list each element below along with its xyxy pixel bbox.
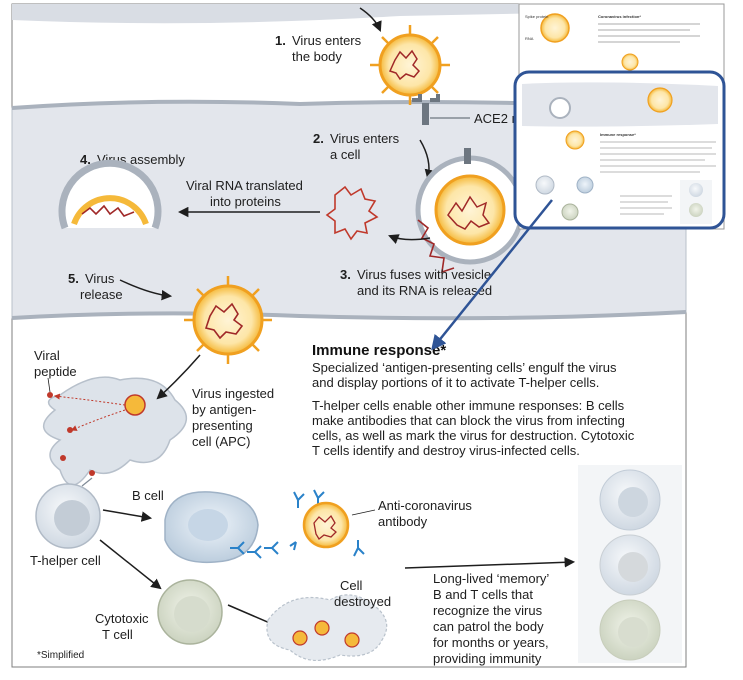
immune-p1-line2: and display portions of it to activate T… [312,375,599,390]
viral-peptide-line2: peptide [34,364,77,379]
t-helper-cell [35,483,101,549]
membrane-edge-bottom [11,310,687,321]
arrow-to-cytotoxic [99,539,162,590]
cytotoxic-label-line2: T cell [102,627,133,642]
step3-label-line2: and its RNA is released [357,283,492,298]
step1-label-line2: the body [292,49,342,64]
destroyed-viruses [292,620,360,648]
step1-number: 1. [275,33,286,48]
cell-membrane-top [12,4,600,24]
apc-label-line3: presenting [192,418,253,433]
antibody-label-line2: antibody [378,514,428,529]
apc-label-line1: Virus ingested [192,386,274,401]
antibody-label-line1: Anti-coronavirus [378,498,472,513]
zoom-callout-content: Immune response* [522,82,718,224]
ace2-receptor [412,94,470,125]
memory-line1: Long-lived ‘memory’ [433,571,549,586]
step4-number: 4. [80,152,91,167]
arrow-ingest [156,354,201,400]
step1-label-line1: Virus enters [292,33,362,48]
destroyed-label-line2: destroyed [334,594,391,609]
viral-rna-strand [325,185,379,241]
thumb-rna: RNA [525,36,534,41]
memory-line4: can patrol the body [433,619,544,634]
arrow-step3 [388,234,431,244]
entry-arrow [359,7,382,32]
rna-translated-line2: into proteins [210,194,281,209]
b-cell [164,491,259,564]
step5-number: 5. [68,271,79,286]
apc-cell [43,376,187,486]
memory-cells [599,469,661,661]
step3-label-line1: Virus fuses with vesicle [357,267,491,282]
immune-p2-line1: T-helper cells enable other immune respo… [312,398,625,413]
arrow-to-bcell [102,509,153,522]
apc-peptides [47,392,95,476]
cytotoxic-t-cell [157,579,223,645]
bcell-label: B cell [132,488,164,503]
memory-line6: providing immunity [433,651,542,666]
antibody-coated-virus [302,501,350,549]
arrow-step5 [119,279,173,301]
viral-peptide-line1: Viral [34,348,60,363]
immune-title: Immune response* [312,342,446,359]
immune-p2-line4: T cells identify and destroy virus-infec… [312,443,580,458]
t-helper-label: T-helper cell [30,553,101,568]
thumb-immune: Immune response* [600,132,636,137]
virus-step1 [370,25,450,105]
step2-number: 2. [313,131,324,146]
step3-number: 3. [340,267,351,282]
cytotoxic-label-line1: Cytotoxic [95,611,149,626]
memory-line5: for months or years, [433,635,549,650]
rna-translated-line1: Viral RNA translated [186,178,303,193]
apc-label-line4: cell (APC) [192,434,251,449]
thumb-spike: Spike protein [525,14,548,19]
antibodies [230,489,365,559]
immune-p1-line1: Specialized ‘antigen-presenting cells’ e… [312,360,617,375]
immune-p2-line3: cells, as well as mark the virus for des… [312,428,635,443]
arrow-memory [404,557,576,569]
thumb-title: Coronavirus infection* [598,14,641,19]
step2-label-line2: a cell [330,147,360,162]
step5-label-line2: release [80,287,123,302]
immune-p2-line2: make antibodies that can block the virus… [312,413,625,428]
apc-label-line2: by antigen- [192,402,256,417]
virus-assembly-vesicle [58,159,162,230]
virus-released [184,276,272,364]
apc-virus [124,394,146,416]
zoom-connector [431,199,553,351]
rna-released [417,219,455,274]
memory-line3: recognize the virus [433,603,543,618]
memory-line2: B and T cells that [433,587,533,602]
step2-label-line1: Virus enters [330,131,400,146]
simplified-note: *Simplified [37,650,84,661]
destroyed-label-line1: Cell [340,578,363,593]
ace2-label: ACE2 re [474,111,523,126]
step5-label-line1: Virus [85,271,115,286]
